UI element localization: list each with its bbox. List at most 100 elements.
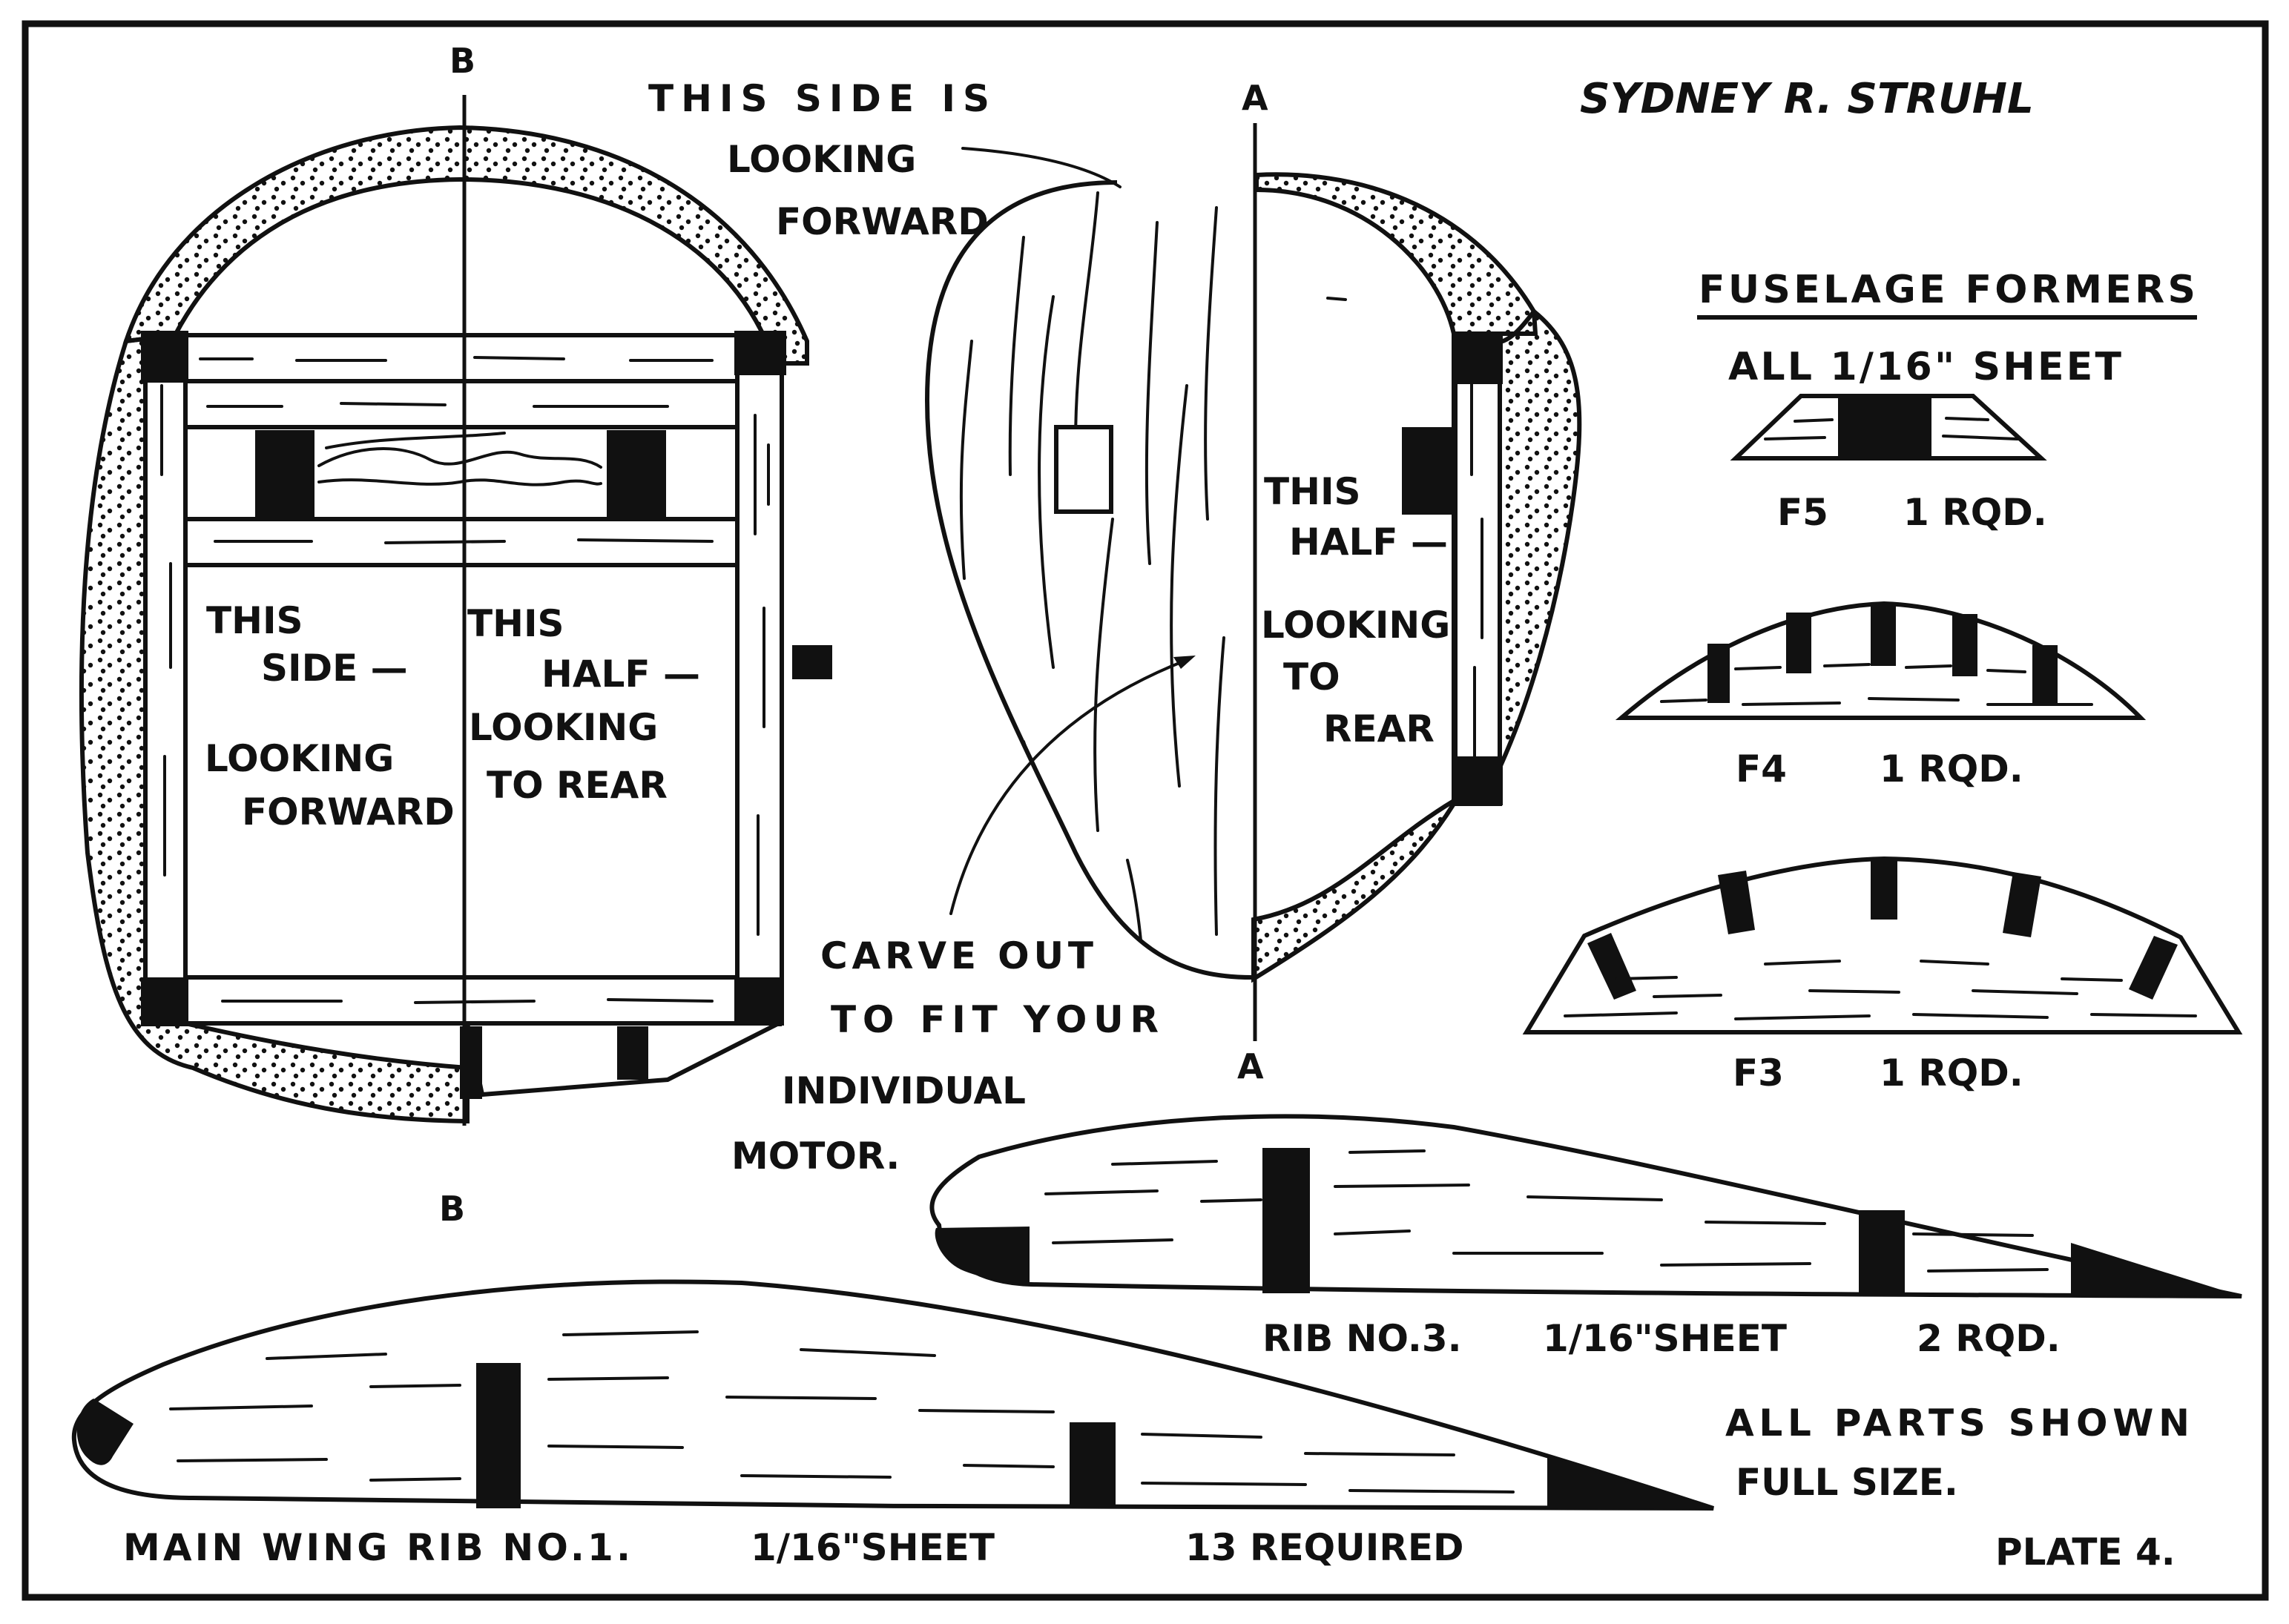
left-former-left-label-2: SIDE — bbox=[261, 647, 408, 690]
wood-grain bbox=[160, 356, 770, 1004]
corner-block-top-right bbox=[734, 331, 786, 375]
left-former-left-label-1: THIS bbox=[206, 599, 303, 642]
former-f4-name: F4 bbox=[1736, 747, 1787, 790]
rib1-main-spar bbox=[476, 1363, 521, 1508]
half-label-3: LOOKING bbox=[1261, 604, 1450, 647]
half-label-5: REAR bbox=[1323, 707, 1435, 750]
callout-line-2: LOOKING bbox=[727, 138, 916, 181]
former-f4-grain bbox=[1660, 663, 2093, 706]
left-former-right-label-1: THIS bbox=[467, 602, 564, 645]
frame-left-upright bbox=[143, 333, 188, 1026]
rib1-outline bbox=[71, 1279, 1714, 1511]
carve-note-4: MOTOR. bbox=[731, 1135, 900, 1178]
scale-note-2: FULL SIZE. bbox=[1736, 1461, 1958, 1504]
former-f3-block-1 bbox=[1587, 933, 1636, 1000]
rib3-main-spar bbox=[1262, 1148, 1310, 1293]
rib3-outline bbox=[929, 1114, 2242, 1298]
plate-border bbox=[22, 20, 2269, 1601]
carve-note-1: CARVE OUT bbox=[820, 934, 1093, 977]
former-f4-block-3 bbox=[1871, 604, 1896, 666]
rib3-qty: 2 RQD. bbox=[1917, 1317, 2061, 1360]
rib3-rear-spar bbox=[1859, 1210, 1905, 1295]
left-former-left-label-3: LOOKING bbox=[205, 737, 394, 780]
egg-corner-top bbox=[1452, 335, 1503, 384]
rib3-grain bbox=[1044, 1149, 2049, 1273]
carve-note-2: TO FIT YOUR bbox=[831, 998, 1159, 1041]
former-f3-block-5 bbox=[2129, 936, 2178, 1000]
former-f5-qty: 1 RQD. bbox=[1903, 491, 2047, 534]
former-f5-name: F5 bbox=[1777, 491, 1828, 534]
rib3-material: 1/16"SHEET bbox=[1543, 1317, 1787, 1360]
motor-bearer-right bbox=[607, 430, 666, 518]
rib1-material: 1/16"SHEET bbox=[751, 1526, 995, 1569]
section-marker-a-bottom: A bbox=[1237, 1046, 1264, 1086]
egg-motor-block bbox=[1402, 427, 1455, 515]
former-f3-block-3 bbox=[1871, 859, 1897, 920]
motor-bearer-left bbox=[255, 430, 314, 518]
egg-right-lower-shell bbox=[1251, 796, 1456, 983]
formers-heading: FUSELAGE FORMERS bbox=[1699, 268, 2196, 312]
left-former bbox=[79, 95, 832, 1126]
section-marker-a-top: A bbox=[1242, 78, 1268, 118]
left-former-right-label-4: TO REAR bbox=[487, 764, 668, 807]
wedge-block-b bbox=[617, 1026, 648, 1080]
rib1-grain bbox=[169, 1330, 1515, 1493]
carve-note-3: INDIVIDUAL bbox=[782, 1069, 1026, 1112]
egg-corner-bottom bbox=[1452, 756, 1503, 805]
former-f4-block-5 bbox=[2032, 645, 2058, 704]
rib1-leading-edge bbox=[76, 1399, 134, 1465]
former-f4-block-1 bbox=[1707, 644, 1730, 703]
rib-no-3 bbox=[929, 1114, 2242, 1298]
former-f3-block-4 bbox=[2003, 872, 2041, 937]
rib1-qty: 13 REQUIRED bbox=[1185, 1526, 1464, 1569]
section-marker-b-bottom: B bbox=[439, 1189, 465, 1229]
egg-window bbox=[1054, 425, 1113, 514]
former-f3-qty: 1 RQD. bbox=[1880, 1052, 2023, 1095]
left-former-right-label-3: LOOKING bbox=[469, 706, 658, 749]
callout-line-1: THIS SIDE IS bbox=[648, 77, 989, 120]
fuselage-formers bbox=[1522, 315, 2243, 1034]
carve-leader bbox=[949, 658, 1188, 915]
half-label-1: THIS bbox=[1264, 470, 1361, 513]
carve-arrow-icon bbox=[1173, 656, 1196, 669]
corner-block-bottom-left bbox=[141, 977, 188, 1026]
corner-block-bottom-right bbox=[734, 977, 782, 1026]
former-f5-grain bbox=[1764, 417, 2019, 440]
former-f3-grain bbox=[1564, 960, 2197, 1020]
callout-leader bbox=[961, 147, 1122, 188]
formers-material: ALL 1/16" SHEET bbox=[1728, 345, 2122, 389]
plate-number: PLATE 4. bbox=[1995, 1531, 2176, 1574]
former-f4-block-4 bbox=[1952, 614, 1977, 676]
former-f5-block bbox=[1838, 395, 1931, 458]
frame-upper-rail bbox=[183, 379, 740, 429]
main-wing-rib-no-1 bbox=[71, 1279, 1714, 1511]
former-f4-qty: 1 RQD. bbox=[1880, 747, 2023, 790]
former-f3-block-2 bbox=[1718, 871, 1755, 934]
rib1-name: MAIN WING RIB NO.1. bbox=[123, 1526, 630, 1569]
former-f3-name: F3 bbox=[1733, 1052, 1784, 1095]
left-former-block-shell bbox=[122, 125, 809, 366]
left-former-left-label-4: FORWARD bbox=[242, 790, 455, 834]
section-marker-b-top: B bbox=[449, 41, 475, 81]
left-former-right-label-2: HALF — bbox=[541, 653, 700, 696]
egg-right-upright bbox=[1453, 334, 1502, 806]
rib1-rear-spar bbox=[1070, 1422, 1116, 1507]
rib3-name: RIB NO.3. bbox=[1262, 1317, 1462, 1360]
rib3-trailing-edge bbox=[2071, 1243, 2242, 1296]
egg-upright-grain bbox=[1470, 369, 1483, 773]
corner-block-top-left bbox=[141, 331, 188, 383]
rib1-trailing-edge bbox=[1547, 1456, 1713, 1508]
egg-dash bbox=[1326, 297, 1347, 301]
middle-former bbox=[924, 123, 1582, 1041]
callout-line-3: FORWARD bbox=[776, 200, 989, 243]
registration-square bbox=[792, 645, 832, 679]
author-signature: SYDNEY R. STRUHL bbox=[1580, 75, 2034, 123]
half-label-2: HALF — bbox=[1289, 521, 1448, 564]
half-label-4: TO bbox=[1283, 656, 1340, 699]
scale-note-1: ALL PARTS SHOWN bbox=[1725, 1402, 2190, 1445]
rib3-leading-edge bbox=[935, 1227, 1030, 1284]
frame-top-rail bbox=[183, 333, 740, 383]
former-f4-block-2 bbox=[1786, 613, 1811, 673]
egg-former-outline bbox=[924, 180, 1253, 980]
